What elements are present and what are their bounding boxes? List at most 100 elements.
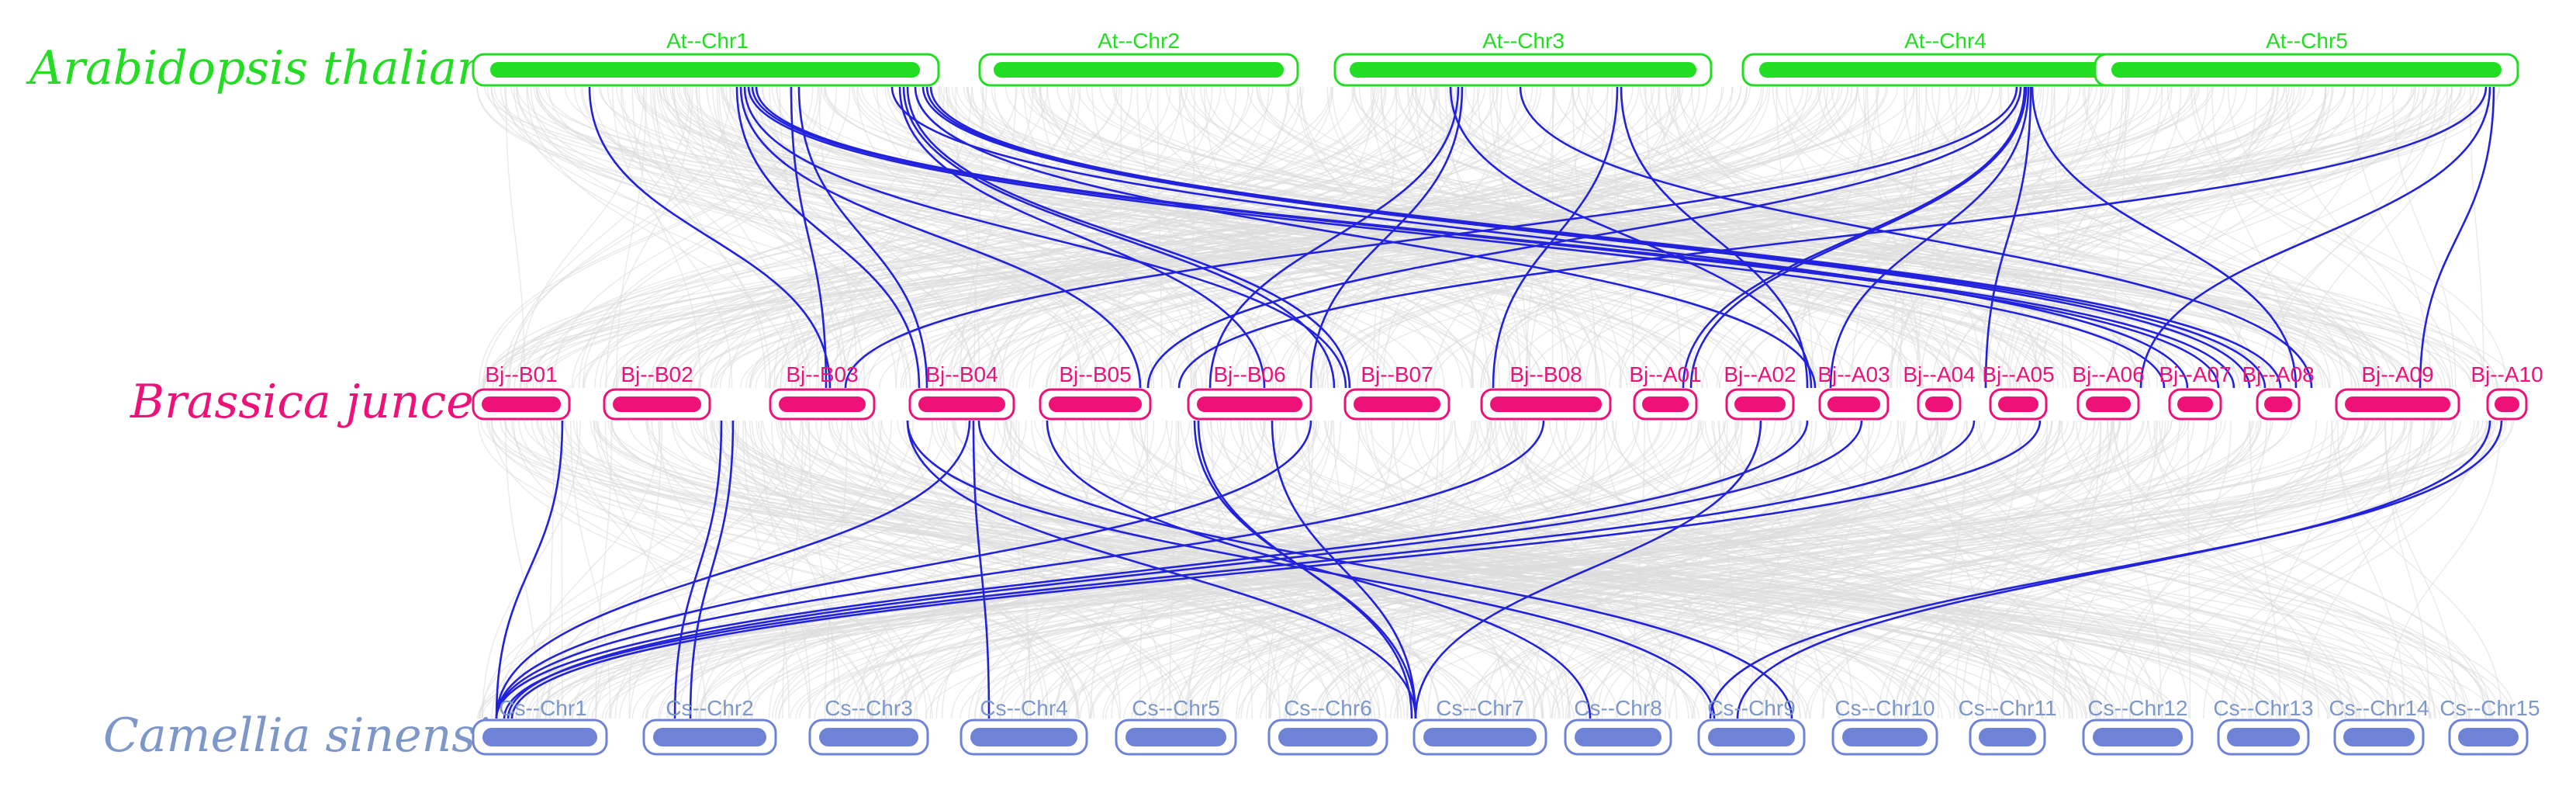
cs-chromosome-chr15[interactable]: Cs--Chr15 <box>2439 696 2540 756</box>
ortholog-link <box>1309 86 1464 389</box>
synteny-link <box>2113 420 2396 719</box>
synteny-link <box>1966 420 2190 719</box>
bj-chromosome-b06[interactable]: Bj--B06 <box>1187 362 1312 421</box>
bj-chromosome-a06[interactable]: Bj--A06 <box>2072 362 2145 421</box>
synteny-link <box>515 86 1110 389</box>
at-chromosome-chr1[interactable]: At--Chr1 <box>472 29 940 87</box>
synteny-link <box>600 86 1118 389</box>
bj-chromosome-b01[interactable]: Bj--B01 <box>472 362 571 421</box>
synteny-link <box>1491 420 1850 719</box>
synteny-link <box>693 420 2458 719</box>
bj-chromosome-a01[interactable]: Bj--A01 <box>1629 362 1702 421</box>
synteny-link <box>1961 420 2048 719</box>
bj-chromosome-b03[interactable]: Bj--B03 <box>769 362 876 421</box>
synteny-link <box>1894 420 2210 719</box>
synteny-link <box>594 86 1018 389</box>
bj-chromosome-label: Bj--B04 <box>925 362 998 386</box>
bj-chromosome-b04[interactable]: Bj--B04 <box>908 362 1015 421</box>
ortholog-link <box>1208 86 1460 389</box>
at-chromosome-chr3[interactable]: At--Chr3 <box>1333 29 1713 87</box>
at-chromosome-label: At--Chr3 <box>1482 29 1565 53</box>
ortholog-link <box>797 86 928 389</box>
bj-chromosome-b05[interactable]: Bj--B05 <box>1039 362 1152 421</box>
cs-chromosome-chr3[interactable]: Cs--Chr3 <box>808 696 929 756</box>
synteny-link <box>2250 420 2333 719</box>
bj-chromosome-a10[interactable]: Bj--A10 <box>2471 362 2543 421</box>
synteny-link <box>754 86 1260 389</box>
cs-chromosome-chr7[interactable]: Cs--Chr7 <box>1412 696 1547 756</box>
species-label-brassica: Brassica juncea <box>130 375 502 429</box>
synteny-link <box>758 420 1467 719</box>
synteny-link <box>1533 420 2360 719</box>
cs-chromosome-chr12[interactable]: Cs--Chr12 <box>2082 696 2194 756</box>
synteny-link <box>2103 420 2267 719</box>
ortholog-link <box>588 86 832 389</box>
cs-chromosome-chr11[interactable]: Cs--Chr11 <box>1958 696 2057 756</box>
synteny-link <box>2392 86 2457 389</box>
chromosome-bar <box>1490 397 1602 412</box>
bj-chromosome-label: Bj--B06 <box>1213 362 1285 386</box>
cs-chromosome-chr5[interactable]: Cs--Chr5 <box>1115 696 1237 756</box>
chromosome-bar <box>994 62 1284 78</box>
bj-chromosome-a09[interactable]: Bj--A09 <box>2335 362 2460 421</box>
synteny-link <box>987 86 1213 389</box>
cs-chromosome-chr9[interactable]: Cs--Chr9 <box>1697 696 1806 756</box>
cs-chromosome-chr13[interactable]: Cs--Chr13 <box>2213 696 2314 756</box>
at-chromosome-chr5[interactable]: At--Chr5 <box>2094 29 2519 87</box>
cs-chromosome-chr1[interactable]: Cs--Chr1 <box>472 696 608 756</box>
at-chromosome-label: At--Chr4 <box>1904 29 1986 53</box>
cs-chromosome-label: Cs--Chr13 <box>2213 696 2313 720</box>
cs-chromosome-chr6[interactable]: Cs--Chr6 <box>1267 696 1388 756</box>
synteny-link <box>684 86 1319 389</box>
cs-chromosome-chr14[interactable]: Cs--Chr14 <box>2329 696 2429 756</box>
synteny-link <box>522 420 1191 719</box>
bj-chromosome-a04[interactable]: Bj--A04 <box>1903 362 1976 421</box>
synteny-link <box>476 86 1471 389</box>
synteny-link <box>671 420 1302 719</box>
at-chromosome-label: At--Chr2 <box>1098 29 1180 53</box>
synteny-link <box>1851 86 1928 389</box>
bj-chromosome-a08[interactable]: Bj--A08 <box>2242 362 2315 421</box>
bj-chromosome-a02[interactable]: Bj--A02 <box>1724 362 1796 421</box>
at-chromosome-label: At--Chr5 <box>2266 29 2348 53</box>
at-chromosome-chr4[interactable]: At--Chr4 <box>1741 29 2148 87</box>
synteny-link <box>704 420 1187 719</box>
synteny-link <box>776 86 1664 389</box>
ortholog-link <box>495 420 1312 719</box>
ortholog-link <box>1689 86 2028 389</box>
bj-chromosome-b08[interactable]: Bj--B08 <box>1480 362 1612 421</box>
synteny-link <box>2052 420 2102 719</box>
ortholog-link <box>503 420 1976 719</box>
synteny-link <box>1226 86 2475 389</box>
synteny-link <box>1644 86 1682 389</box>
at-chromosome-row: At--Chr1 At--Chr2 At--Chr3 At--Chr4 At--… <box>472 29 2519 87</box>
synteny-link <box>696 86 800 389</box>
synteny-link <box>768 420 1067 719</box>
synteny-link <box>2129 420 2394 719</box>
synteny-link <box>2105 86 2449 389</box>
synteny-link <box>1430 86 2059 389</box>
cs-chromosome-chr8[interactable]: Cs--Chr8 <box>1564 696 1672 756</box>
bj-chromosome-a07[interactable]: Bj--A07 <box>2159 362 2232 421</box>
species-label-camellia: Camellia sinensis <box>103 708 514 763</box>
bj-chromosome-a05[interactable]: Bj--A05 <box>1982 362 2055 421</box>
ortholog-link <box>906 420 1417 719</box>
synteny-link <box>756 420 1370 719</box>
cs-chromosome-label: Cs--Chr2 <box>666 696 754 720</box>
synteny-link <box>2219 420 2456 719</box>
bj-chromosome-b07[interactable]: Bj--B07 <box>1343 362 1451 421</box>
synteny-link <box>1603 420 1723 719</box>
cs-chromosome-chr2[interactable]: Cs--Chr2 <box>642 696 777 756</box>
bj-chromosome-a03[interactable]: Bj--A03 <box>1817 362 1890 421</box>
synteny-link <box>1034 420 2420 719</box>
at-chromosome-chr2[interactable]: At--Chr2 <box>978 29 1299 87</box>
cs-chromosome-label: Cs--Chr7 <box>1436 696 1524 720</box>
cs-chromosome-chr4[interactable]: Cs--Chr4 <box>960 696 1088 756</box>
cs-chromosome-chr10[interactable]: Cs--Chr10 <box>1831 696 1938 756</box>
ortholog-link <box>495 420 1545 719</box>
synteny-link <box>1985 86 2128 389</box>
ortholog-link <box>906 420 1716 719</box>
bj-chromosome-b02[interactable]: Bj--B02 <box>603 362 711 421</box>
synteny-link <box>1791 420 1870 719</box>
synteny-link <box>1891 86 1918 389</box>
